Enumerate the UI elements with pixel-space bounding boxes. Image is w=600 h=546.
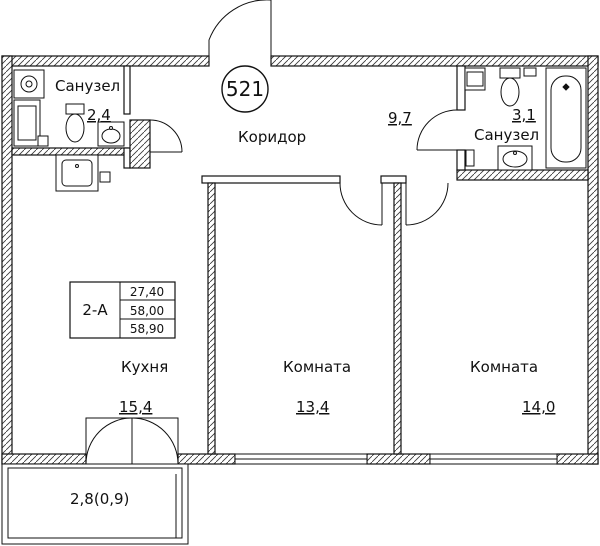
bathroom-left-area: 2,4 xyxy=(87,106,111,124)
kitchen-sink xyxy=(55,154,111,192)
balcony xyxy=(1,463,189,545)
corridor-label: Коридор xyxy=(238,128,306,146)
room-right-area: 14,0 xyxy=(522,398,555,416)
apartment-number-circle xyxy=(221,65,269,113)
interior-walls xyxy=(11,65,589,455)
apartment-number: 521 xyxy=(226,77,264,101)
room-middle-label: Комната xyxy=(283,358,351,376)
apartment-info-box: 2-А 27,40 58,00 58,90 xyxy=(69,281,176,339)
room-right-label: Комната xyxy=(470,358,538,376)
total-area: 58,00 xyxy=(130,304,164,318)
balcony-area: 2,8(0,9) xyxy=(70,490,129,508)
windows xyxy=(234,453,558,465)
bathroom-right-area: 3,1 xyxy=(512,106,536,124)
kitchen-label: Кухня xyxy=(121,358,168,376)
corridor-area: 9,7 xyxy=(388,109,412,127)
right-bathroom-fixtures xyxy=(464,67,587,171)
bathroom-right-label: Санузел xyxy=(474,126,539,144)
doors xyxy=(85,0,458,465)
living-area: 27,40 xyxy=(130,285,164,299)
kitchen-area: 15,4 xyxy=(119,398,152,416)
room-middle-area: 13,4 xyxy=(296,398,329,416)
apartment-type: 2-А xyxy=(82,301,108,319)
left-bathroom-fixtures xyxy=(13,69,125,147)
bathroom-left-label: Санузел xyxy=(55,77,120,95)
total-area-with-balcony: 58,90 xyxy=(130,322,164,336)
